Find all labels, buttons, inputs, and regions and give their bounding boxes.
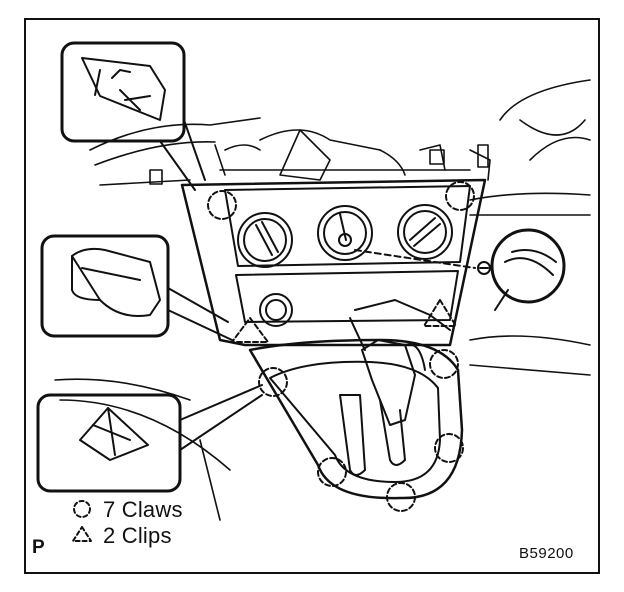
claw-markers [207,181,475,512]
claw-marker [429,349,459,379]
screw-icon [477,261,491,275]
hvac-knob-right [397,204,453,260]
switch-button [259,293,293,327]
claw-marker [386,482,416,512]
clip-marker [231,317,269,343]
legend-claws-label: 7 Claws [103,497,183,522]
upper-panel [180,178,491,347]
legend-symbols [72,500,92,542]
knob-magnified-detail [490,228,566,311]
legend-clips-label: 2 Clips [103,523,172,548]
claw-marker [434,433,464,463]
inset-clip-detail [40,234,233,341]
claw-legend-icon [73,500,91,518]
hvac-knob-left [237,212,293,268]
claw-marker [258,367,288,397]
inset-claw-tab-detail [36,384,263,493]
clip-marker [423,299,457,327]
clip-markers [231,299,457,343]
reference-code: B59200 [519,545,574,562]
hvac-knob-center [317,205,373,261]
claw-marker [317,457,347,487]
claw-marker [445,181,475,211]
dashboard-background [54,79,591,521]
clip-legend-icon [72,526,92,542]
claw-marker [207,190,237,220]
shift-console [248,299,464,500]
page-label: P [32,537,45,558]
inset-claw-detail [60,41,206,191]
